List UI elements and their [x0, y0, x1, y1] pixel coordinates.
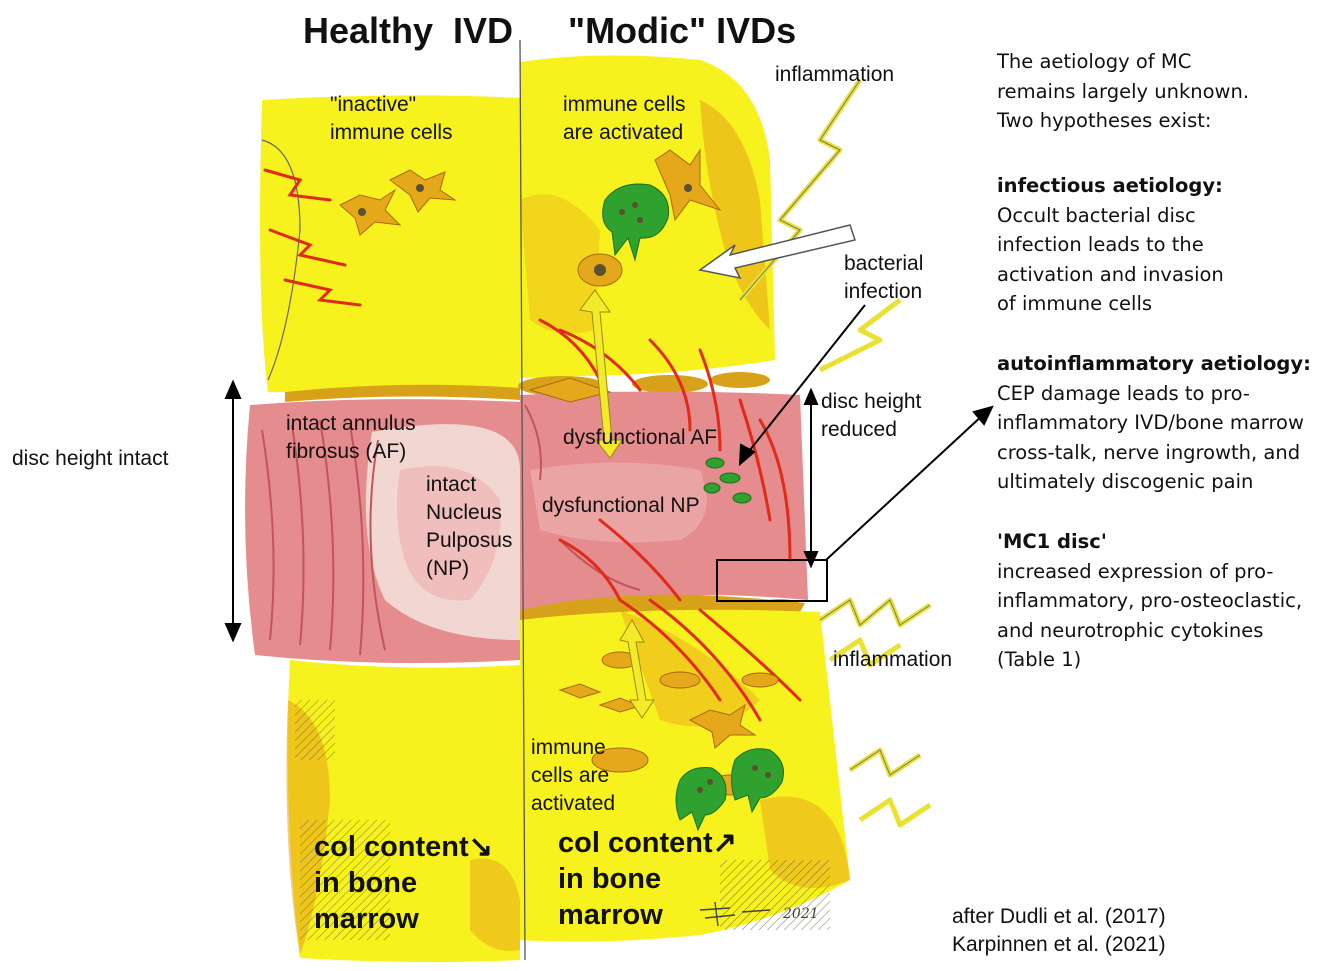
- modic-ivds-title: "Modic" IVDs: [568, 10, 796, 52]
- infectious-aetiology-section: infectious aetiology: Occult bacterial d…: [997, 171, 1224, 319]
- mc1-disc-section: 'MC1 disc' increased expression of pro-i…: [997, 527, 1302, 675]
- dysfunctional-np-label: dysfunctional NP: [542, 492, 700, 520]
- mc1-heading: 'MC1 disc': [997, 527, 1302, 557]
- inactive-immune-cells-label: "inactive"immune cells: [330, 91, 453, 147]
- signature-year: 2021: [782, 906, 819, 922]
- dysfunctional-af-label: dysfunctional AF: [563, 424, 717, 452]
- healthy-ivd-title: Healthy IVD: [303, 10, 513, 52]
- disc-height-intact-label: disc height intact: [12, 445, 168, 473]
- infectious-heading: infectious aetiology:: [997, 171, 1224, 201]
- inflammation-bottom-label: inflammation: [833, 646, 952, 674]
- inflammation-top-label: inflammation: [775, 61, 894, 89]
- source-credit: after Dudli et al. (2017)Karpinnen et al…: [952, 903, 1166, 959]
- autoinflammatory-heading: autoinflammatory aetiology:: [997, 349, 1311, 379]
- autoinflammatory-aetiology-section: autoinflammatory aetiology: CEP damage l…: [997, 349, 1311, 497]
